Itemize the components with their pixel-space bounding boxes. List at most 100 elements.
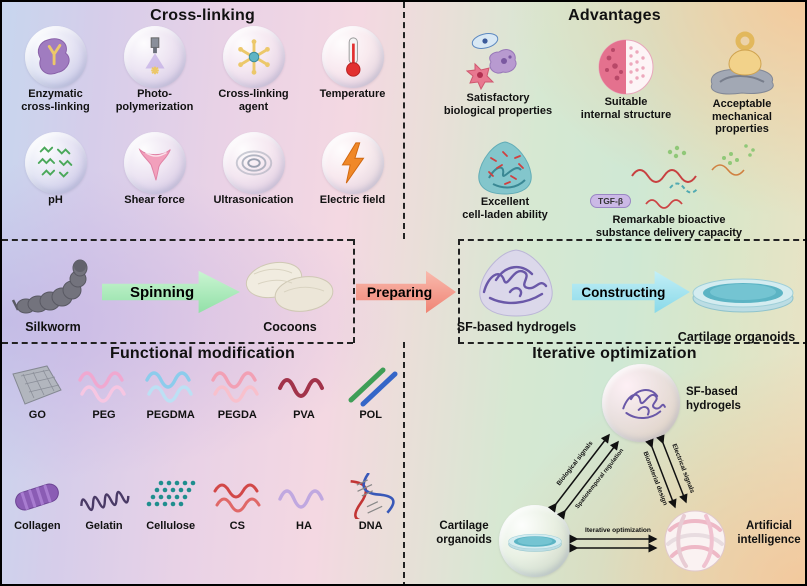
preparing-arrow-label: Preparing <box>366 284 433 300</box>
ultrasonication-icon <box>235 150 272 176</box>
material-cs: CS <box>204 473 271 584</box>
pol-fibers-icon <box>348 367 398 407</box>
silkworm-label: Silkworm <box>25 320 81 334</box>
iterative-optimization-label: Iterative optimization <box>585 527 651 534</box>
collagen-fibril-icon <box>15 483 60 511</box>
crosslink-item-electric: Electric field <box>303 132 402 238</box>
cartilage-node-label: Cartilage organoids <box>436 520 492 546</box>
cross-linking-title: Cross-linking <box>150 7 255 24</box>
divider-channel-left <box>353 239 355 343</box>
material-label: CS <box>229 520 245 532</box>
material-label: PEGDA <box>217 409 257 421</box>
crosslink-item-label: Ultrasonication <box>213 194 294 206</box>
constructing-arrow: Constructing <box>572 269 690 315</box>
bubble <box>321 26 384 88</box>
hydrogel-node <box>602 364 680 442</box>
crosslink-item-label: Shear force <box>124 194 185 206</box>
gelatin-chain-icon <box>80 490 130 512</box>
bubble <box>24 132 87 194</box>
divider-bottomright-top <box>458 342 805 344</box>
cell-laden-hydrogel-icon <box>478 141 532 195</box>
bioactive-substances-icon <box>631 144 755 209</box>
weight-on-hydrogel-icon <box>710 31 774 95</box>
crosslink-item-label: pH <box>48 194 63 206</box>
constructing-arrow-label: Constructing <box>581 284 666 300</box>
pegda-chain-icon <box>211 371 260 403</box>
cross-linking-agent-icon <box>237 39 270 75</box>
cartilage-organoids-label: Cartilage organoids <box>677 330 796 344</box>
material-gelatin: Gelatin <box>71 473 138 584</box>
advantage-structure: Suitable internal structure <box>580 38 672 121</box>
advantage-label: Acceptable mechanical properties <box>712 98 772 136</box>
divider-top-vertical <box>403 2 405 239</box>
crosslink-item-label: Temperature <box>319 88 386 100</box>
spinning-arrow-label: Spinning <box>129 283 195 301</box>
enzymatic-crosslinking-icon <box>37 38 70 75</box>
cartilage-organoids-dish-icon <box>692 278 794 313</box>
bubble <box>222 26 285 88</box>
material-label: PEG <box>92 409 116 421</box>
cocoons-label: Cocoons <box>263 320 317 334</box>
advantages-title: Advantages <box>568 7 661 24</box>
bubble <box>321 132 384 194</box>
crosslink-item-label: Photo- polymerization <box>115 88 194 113</box>
preparing-arrow: Preparing <box>356 269 456 315</box>
cells-icon <box>465 33 517 91</box>
sf-hydrogels-label: SF-based hydrogels <box>456 320 577 334</box>
advantage-mechanical: Acceptable mechanical properties <box>686 28 798 136</box>
material-go: GO <box>4 362 71 473</box>
divider-bottomleft-top <box>2 342 353 344</box>
material-ha: HA <box>271 473 338 584</box>
material-label: Collagen <box>14 520 61 532</box>
internal-structure-icon <box>598 39 654 95</box>
go-sheet-icon <box>12 365 63 405</box>
electric-field-icon <box>341 142 364 184</box>
crosslink-item-temperature: Temperature <box>303 26 402 132</box>
pva-chain-icon <box>277 378 324 398</box>
crosslink-item-label: Cross-linking agent <box>218 88 289 113</box>
divider-channel-right <box>458 239 460 343</box>
iterative-optimization-title: Iterative optimization <box>532 345 697 362</box>
material-collagen: Collagen <box>4 473 71 584</box>
material-label: Gelatin <box>85 520 123 532</box>
advantage-biological: Satisfactory biological properties <box>439 30 557 117</box>
spinning-arrow: Spinning <box>102 269 240 315</box>
material-pva: PVA <box>271 362 338 473</box>
crosslink-item-label: Enzymatic cross-linking <box>21 88 90 113</box>
material-label: HA <box>296 520 312 532</box>
crosslink-item-label: Electric field <box>319 194 386 206</box>
material-label: GO <box>28 409 46 421</box>
material-dna: DNA <box>337 473 404 584</box>
functional-modification-title: Functional modification <box>109 345 296 362</box>
photo-polymerization-icon <box>144 37 165 75</box>
advantage-cell-laden: Excellent cell-laden ability <box>449 138 561 221</box>
hydrogel-node-label: SF-based hydrogels <box>686 386 741 412</box>
divider-topright-bottom <box>458 239 805 241</box>
shear-force-icon <box>138 148 171 181</box>
cocoons-icon <box>245 261 334 312</box>
functional-modification-grid: GO PEG PEGDMA PEGDA <box>4 362 404 584</box>
advantage-label: Remarkable bioactive substance delivery … <box>595 214 743 239</box>
material-pegda: PEGDA <box>204 362 271 473</box>
bubble <box>222 132 285 194</box>
advantage-label: Satisfactory biological properties <box>443 92 553 117</box>
bubble <box>123 26 186 88</box>
crosslink-item-ultrasonication: Ultrasonication <box>204 132 303 238</box>
peg-chain-icon <box>78 371 126 403</box>
bubble <box>123 132 186 194</box>
silkworm-icon <box>12 259 88 314</box>
crosslink-item-ph: pH <box>6 132 105 238</box>
material-cellulose: Cellulose <box>137 473 204 584</box>
ha-chain-icon <box>278 489 324 509</box>
ph-icon <box>37 146 72 178</box>
crosslink-item-photo: Photo- polymerization <box>105 26 204 132</box>
sf-hydrogel-icon <box>479 249 553 317</box>
advantage-delivery: TGF-β Remarkable bioactive substance del… <box>574 142 764 239</box>
material-label: DNA <box>358 520 383 532</box>
artificial-intelligence-icon <box>664 510 726 572</box>
material-pol: POL <box>337 362 404 473</box>
material-peg: PEG <box>71 362 138 473</box>
optimization-arrows <box>547 433 688 553</box>
advantage-label: Excellent cell-laden ability <box>462 196 548 221</box>
